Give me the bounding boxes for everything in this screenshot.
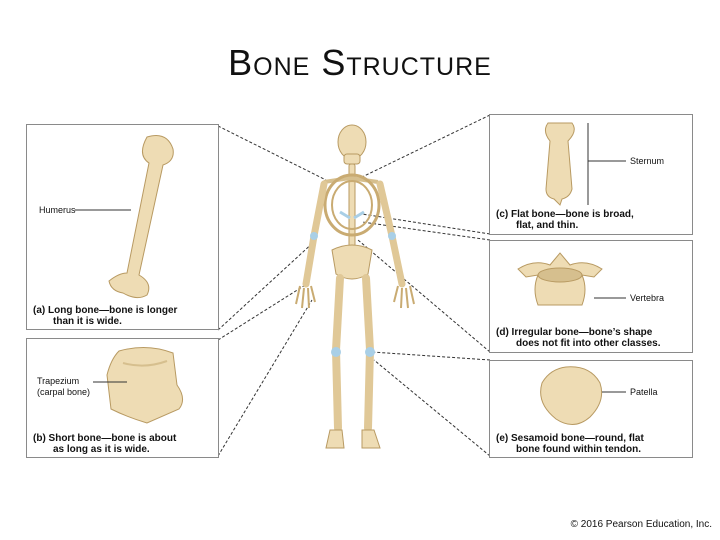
pelvis <box>332 245 372 279</box>
right-hand <box>394 286 414 308</box>
flat-bone-caption-line2: flat, and thin. <box>516 220 578 231</box>
long-bone-caption-line1: (a) Long bone—bone is longer <box>33 305 177 316</box>
flat-bone-caption-line1: (c) Flat bone—bone is broad, <box>496 209 634 220</box>
connector-patella-bottom <box>374 360 490 456</box>
irregular-bone-caption-line2: does not fit into other classes. <box>516 338 660 349</box>
panel-sesamoid-bone: Patella (e) Sesamoid bone—round, flat bo… <box>489 360 693 458</box>
connector-trapezium-top <box>218 282 310 340</box>
connector-patella-top <box>372 352 490 360</box>
right-foot <box>362 430 380 448</box>
short-bone-caption-line2: as long as it is wide. <box>53 444 150 455</box>
left-foot <box>326 430 344 448</box>
patella-label: Patella <box>630 387 658 397</box>
connector-humerus-top <box>218 126 326 180</box>
panel-irregular-bone: Vertebra (d) Irregular bone—bone’s shape… <box>489 240 693 353</box>
copyright-notice: © 2016 Pearson Education, Inc. <box>571 519 712 530</box>
panel-long-bone: Humerus (a) Long bone—bone is longer tha… <box>26 124 219 330</box>
sternum-label: Sternum <box>630 156 664 166</box>
vertebra-label: Vertebra <box>630 293 664 303</box>
connector-sternum-top <box>360 115 490 178</box>
humerus-illustration <box>27 125 220 331</box>
connector-trapezium-bottom <box>218 300 312 456</box>
sesamoid-bone-caption-line1: (e) Sesamoid bone—round, flat <box>496 433 644 444</box>
irregular-bone-caption-line1: (d) Irregular bone—bone’s shape <box>496 327 652 338</box>
connector-vertebra-top <box>362 222 490 240</box>
long-bone-caption-line2: than it is wide. <box>53 316 122 327</box>
sesamoid-bone-caption-line2: bone found within tendon. <box>516 444 641 455</box>
humerus-label: Humerus <box>39 205 76 215</box>
trapezium-label-line2: (carpal bone) <box>37 387 90 397</box>
left-hand <box>296 286 315 308</box>
connector-vertebra-bottom <box>358 240 490 352</box>
trapezium-label-line1: Trapezium <box>37 376 79 386</box>
panel-short-bone: Trapezium (carpal bone) (b) Short bone—b… <box>26 338 219 458</box>
connector-sternum-bottom <box>362 214 490 234</box>
panel-flat-bone: Sternum (c) Flat bone—bone is broad, fla… <box>489 114 693 235</box>
jaw <box>344 154 360 164</box>
connector-humerus-bottom <box>218 240 316 330</box>
short-bone-caption-line1: (b) Short bone—bone is about <box>33 433 176 444</box>
